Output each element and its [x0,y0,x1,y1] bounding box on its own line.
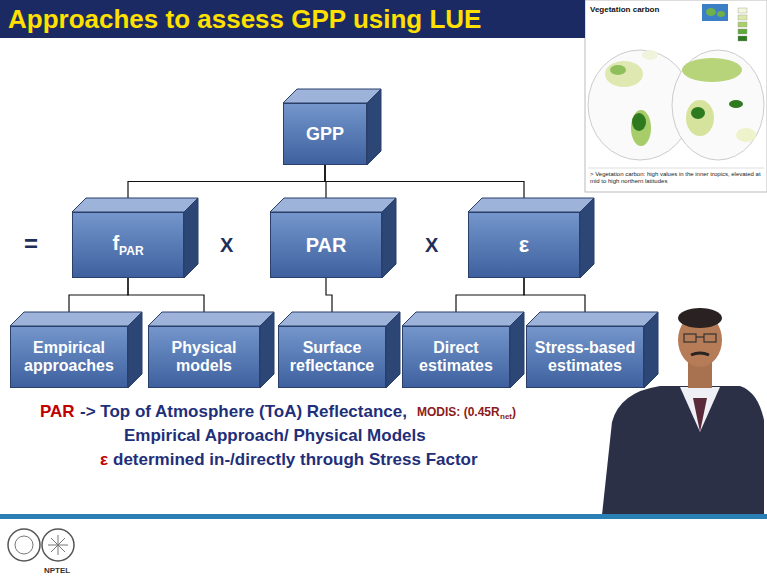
note-text: -> Top of Atmosphere (ToA) Reflectance, [80,402,407,422]
formula-text: MODIS: (0.45R [417,405,500,419]
inset-map [605,61,643,87]
box-top-face [148,312,274,326]
box-side-face [386,312,400,388]
inset-map [738,22,747,27]
process-box: Physical models [148,326,260,388]
inset-map [631,110,651,146]
operator-sign: = [24,230,38,258]
inset-map [585,0,767,192]
box-label: ε [473,232,575,257]
presenter-figure [680,387,720,432]
process-box: PAR [270,212,382,278]
operator-sign: X [425,234,438,257]
presenter-figure [696,336,704,337]
box-side-face [184,198,198,278]
note-text: determined in-/directly through Stress F… [113,450,478,470]
institute-logos [48,535,68,555]
note-text: Empirical Approach/ Physical Models [124,426,426,446]
inset-map [610,65,626,75]
footer-rule [0,514,767,519]
process-box: Surface reflectance [278,326,386,388]
inset-map [672,50,764,160]
process-box: Direct estimates [402,326,510,388]
box-side-face [128,312,142,388]
box-3d-faces [468,198,594,278]
box-top-face [402,312,524,326]
box-top-face [283,89,381,103]
box-label: Stress-based estimates [531,339,639,376]
box-side-face [260,312,274,388]
box-label-subscript: PAR [119,244,143,258]
box-side-face [367,89,381,165]
inset-map [738,29,747,34]
inset-map [588,168,764,169]
formula-subscript: net [500,412,512,421]
institute-logos [8,529,40,561]
box-label: Empirical approaches [15,339,123,376]
box-label: Surface reflectance [283,339,381,376]
box-label: Direct estimates [407,339,505,376]
presenter-figure [693,398,707,432]
presenter-figure [602,386,764,515]
inset-map [738,36,747,41]
inset-map [736,128,756,142]
formula-text: ) [512,405,516,419]
box-top-face [72,198,198,212]
inset-map [691,107,705,119]
presenter-figure [691,353,709,355]
box-label: PAR [275,234,377,257]
map-title: Vegetation carbon [590,5,659,14]
inset-map [642,50,658,60]
presenter-figure [704,334,716,342]
box-top-face [526,312,658,326]
inset-map [706,8,716,16]
inset-map [686,100,714,136]
operator-sign: X [220,234,233,257]
inset-map [682,58,742,82]
inset-map [702,4,728,21]
box-label: fPAR [77,232,179,259]
box-label-main: f [112,232,119,254]
box-side-face [510,312,524,388]
inset-map [729,100,743,108]
presenter-figure [678,308,722,328]
process-box: ε [468,212,580,278]
process-box: GPP [283,103,367,165]
process-box: Empirical approaches [10,326,128,388]
box-top-face [278,312,400,326]
institute-logos [15,536,33,554]
presenter-figure [684,334,696,342]
box-top-face [468,198,594,212]
process-box: Stress-based estimates [526,326,644,388]
process-box: fPAR [72,212,184,278]
slide-title: Approaches to assess GPP using LUE [0,0,585,38]
inset-map [585,0,767,192]
note-text: ε [100,450,108,470]
box-label: GPP [288,124,362,145]
map-caption: > Vegetation carbon: high values in the … [590,171,762,185]
inset-map [717,11,725,17]
inset-map [738,15,747,20]
institute-logos [8,529,74,561]
box-3d-faces [72,198,198,278]
box-top-face [10,312,142,326]
logo-text: NPTEL [44,566,70,575]
box-side-face [580,198,594,278]
institute-logos [42,529,74,561]
note-text: PAR [40,402,75,422]
box-side-face [644,312,658,388]
inset-map [738,8,747,13]
box-side-face [382,198,396,278]
inset-map [632,113,646,131]
box-label: Physical models [153,339,255,376]
box-top-face [270,198,396,212]
title-band: Approaches to assess GPP using LUE [0,0,585,38]
